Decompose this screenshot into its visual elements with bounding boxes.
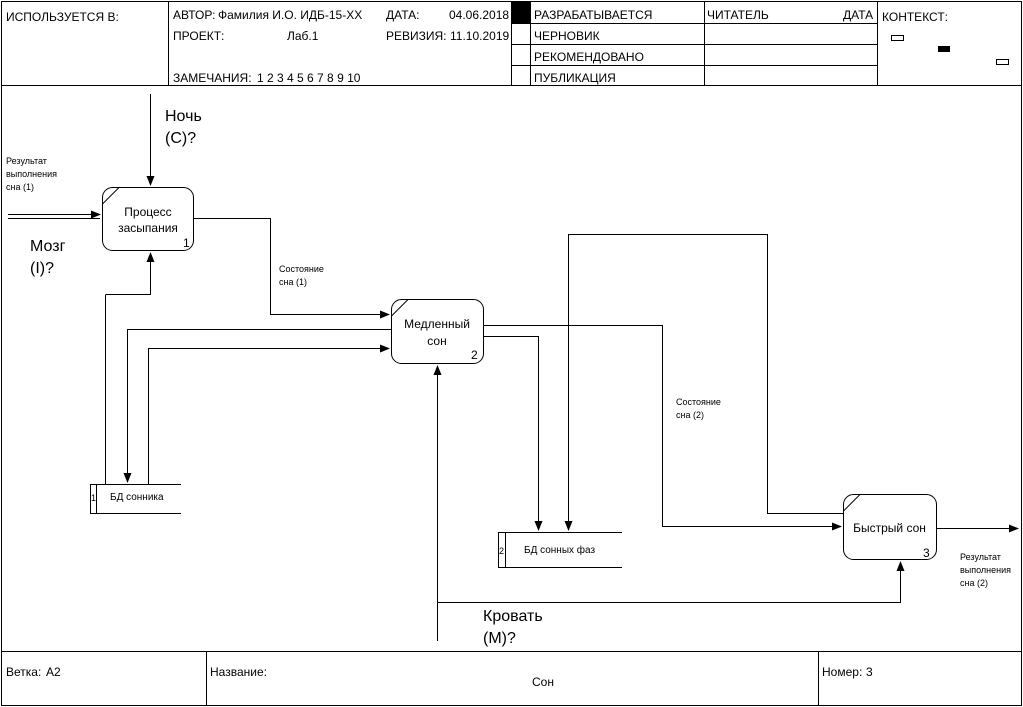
store-id-2: 2	[499, 546, 505, 556]
status-marker	[512, 2, 530, 23]
date-label: ДАТА:	[386, 8, 420, 22]
diagram-title: Сон	[532, 675, 554, 689]
project-label: ПРОЕКТ:	[173, 29, 225, 43]
context-box-3	[996, 59, 1009, 65]
process-number-2: 2	[471, 348, 478, 362]
number-value: 3	[866, 665, 873, 679]
author-label: АВТОР:	[173, 8, 216, 22]
status-recommended: РЕКОМЕНДОВАНО	[534, 50, 644, 64]
status-draft: ЧЕРНОВИК	[534, 29, 600, 43]
label-state-1: Состояние сна (1)	[279, 264, 324, 287]
process-name-2: Медленный сон	[404, 317, 470, 348]
author-value: Фамилия И.О. ИДБ-15-ХХ	[218, 8, 363, 22]
reader-label: ЧИТАТЕЛЬ	[707, 8, 769, 22]
store-name-2: БД сонных фаз	[524, 545, 596, 556]
branch-label: Ветка:	[6, 665, 42, 679]
status-publication: ПУБЛИКАЦИЯ	[534, 71, 616, 85]
context-box-2	[938, 46, 950, 52]
label-state-2: Состояние сна (2)	[676, 397, 721, 420]
store-shape-2	[498, 532, 622, 568]
arrow-store1-to-p1	[105, 252, 155, 484]
store-shape-1	[90, 484, 181, 514]
branch-value: А2	[46, 665, 61, 679]
label-brain: Мозг (I)?	[30, 238, 66, 277]
context-label: КОНТЕКСТ:	[882, 10, 948, 24]
store-name-1: БД сонника	[110, 492, 164, 503]
label-result-2: Результат выполнения сна (2)	[960, 552, 1012, 588]
arrow-p2-to-store1	[123, 329, 391, 483]
notes-value: 1 2 3 4 5 6 7 8 9 10	[257, 71, 361, 85]
context-box-1	[891, 35, 904, 41]
process-box-3	[843, 494, 937, 560]
process-number-3: 3	[923, 546, 930, 560]
arrow-state-2	[483, 325, 842, 531]
reader-date-label: ДАТА	[843, 8, 874, 22]
used-in-label: ИСПОЛЬЗУЕТСЯ В:	[6, 10, 119, 24]
process-name-3: Быстрый сон	[853, 521, 926, 535]
store-id-1: 1	[91, 493, 97, 503]
status-developing: РАЗРАБАТЫВАЕТСЯ	[534, 8, 653, 22]
process-number-1: 1	[183, 236, 190, 250]
number-label: Номер:	[822, 665, 863, 679]
label-bed: Кровать (М)?	[483, 608, 543, 647]
label-night: Ночь (С)?	[165, 108, 202, 147]
revision-label: РЕВИЗИЯ:	[386, 29, 447, 43]
label-result-1: Результат выполнения сна (1)	[6, 156, 58, 192]
arrow-store1-to-p2	[148, 344, 390, 484]
project-value: Лаб.1	[287, 29, 319, 43]
arrow-p3-to-store2	[564, 234, 843, 531]
notes-label: ЗАМЕЧАНИЯ:	[173, 71, 252, 85]
arrow-bed-to-p3	[437, 561, 905, 603]
process-name-1: Процесс засыпания	[118, 205, 178, 235]
process-box-2	[391, 299, 484, 364]
arrow-state-1	[193, 218, 390, 319]
arrow-p2-to-store2	[483, 336, 543, 531]
title-label: Название:	[210, 665, 267, 679]
date-value: 04.06.2018	[449, 8, 510, 22]
revision-value: 11.10.2019	[450, 29, 510, 43]
